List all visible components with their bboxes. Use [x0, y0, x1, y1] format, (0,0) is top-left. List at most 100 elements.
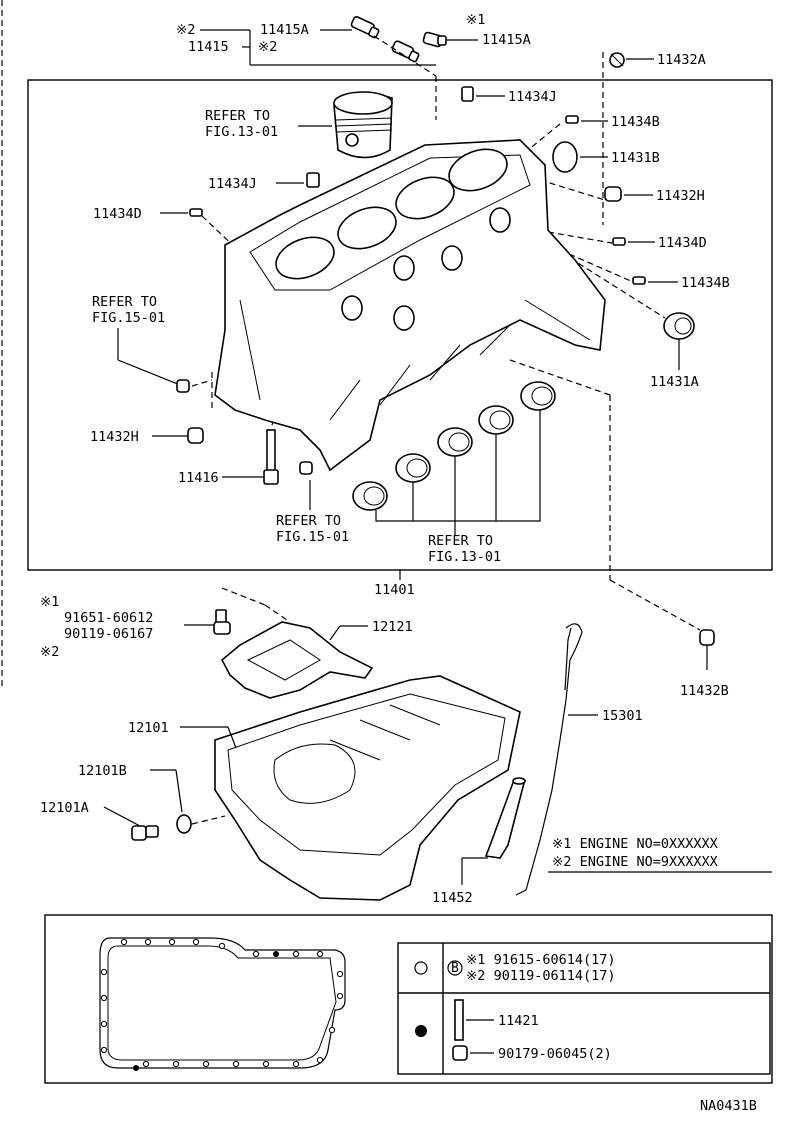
- label-12101B: 12101B: [78, 763, 127, 779]
- gasket-bolt-holes: [100, 938, 344, 1071]
- gasket-hole-open: [328, 1026, 336, 1034]
- top-callouts: ※2 11415A 11415 ※2 ※1 11415A: [176, 12, 531, 120]
- bolt-hole-filled-icon: [415, 1025, 427, 1037]
- refer-fig-13-01-piston: FIG.13-01: [205, 124, 278, 140]
- oil-baffle-plate: [220, 621, 374, 699]
- callout-11432A: 11432A: [602, 52, 706, 225]
- bolt-12121: [213, 609, 231, 635]
- oil-pan-gasket-outline: [99, 937, 346, 1069]
- label-11432H-left: 11432H: [90, 429, 139, 445]
- stud-11421: [454, 999, 464, 1041]
- refer-fig-15-01-bottom: FIG.15-01: [276, 529, 349, 545]
- gasket-hole-open: [232, 1060, 240, 1068]
- gasket-hole-open: [292, 950, 300, 958]
- gasket-hole-open: [218, 942, 226, 950]
- bolt-type-b-mark: [447, 960, 463, 976]
- label-15301: 15301: [602, 708, 643, 724]
- gasket-hole-open: [316, 950, 324, 958]
- note-1-mark-top: ※1: [466, 12, 485, 28]
- callout-11434J-left: 11434J: [208, 172, 320, 192]
- note-2-mark-left: ※2: [40, 644, 59, 660]
- gasket-hole-open: [100, 1046, 108, 1054]
- gasket-hole-open: [100, 1020, 108, 1028]
- dipstick: 15301: [515, 623, 643, 896]
- callout-11434B-right: 11434B: [559, 249, 730, 291]
- refer-to-bottom-right: REFER TO: [428, 533, 493, 549]
- plug-11415-mid: [391, 40, 420, 63]
- refer-fig-13-01-bottom: FIG.13-01: [428, 549, 501, 565]
- note-1-mark-left: ※1: [40, 594, 59, 610]
- plug-11415A-right: [422, 31, 447, 48]
- bolt-91651-60612: 91651-60612: [64, 610, 153, 626]
- gasket-hole-open: [262, 1060, 270, 1068]
- gasket-hole-open: [192, 938, 200, 946]
- gasket-hole-filled: [133, 1065, 139, 1071]
- drain-plug-gasket: 12101B: [78, 763, 226, 834]
- gasket-hole-open: [100, 968, 108, 976]
- gasket-hole-open: [252, 950, 260, 958]
- legend-bolt-91615: ※1 91615-60614(17): [466, 952, 615, 968]
- bolt-90119-06167: 90119-06167: [64, 626, 153, 642]
- main-bearings: [352, 381, 556, 535]
- drain-plug: 12101A: [40, 800, 159, 841]
- label-11434B-right: 11434B: [681, 275, 730, 291]
- callout-11434D-left: 11434D: [93, 206, 241, 253]
- legend-bolt-90119: ※2 90119-06114(17): [466, 968, 615, 984]
- refer-to-left: REFER TO: [92, 294, 157, 310]
- callout-11431B: 11431B: [552, 141, 660, 173]
- label-11434D-left: 11434D: [93, 206, 142, 222]
- label-11434D-right: 11434D: [658, 235, 707, 251]
- refer-fig-15-01-left: FIG.15-01: [92, 310, 165, 326]
- label-11416: 11416: [178, 470, 219, 486]
- callout-11434D-right: 11434D: [547, 231, 707, 251]
- callout-11434J-top: 11434J: [461, 86, 557, 105]
- gasket-hole-open: [144, 938, 152, 946]
- label-12121: 12121: [372, 619, 413, 635]
- note-2-mark-top: ※2: [176, 22, 195, 38]
- label-12101: 12101: [128, 720, 169, 736]
- label-11415A-top: 11415A: [260, 22, 309, 38]
- gasket-hole-open: [202, 1060, 210, 1068]
- callout-11434B-top: 11434B: [527, 114, 660, 151]
- gasket-hole-open: [100, 994, 108, 1002]
- label-11415: 11415: [188, 39, 229, 55]
- plug-11415A-left: [350, 16, 380, 39]
- label-11415A-right: 11415A: [482, 32, 531, 48]
- oil-pan: [214, 675, 521, 901]
- label-11434J-left: 11434J: [208, 176, 257, 192]
- small-plug-bottom: [299, 461, 313, 475]
- label-11401: 11401: [374, 582, 415, 598]
- gasket-hole-open: [336, 970, 344, 978]
- callout-11432B: 11432B: [680, 629, 729, 699]
- refer-to-piston: REFER TO: [205, 108, 270, 124]
- gasket-hole-open: [292, 1060, 300, 1068]
- gasket-hole-open: [316, 1056, 324, 1064]
- engine-number-notes: ※1 ENGINE NO=0XXXXXX ※2 ENGINE NO=9XXXXX…: [548, 836, 772, 873]
- engine-note-2: ※2 ENGINE NO=9XXXXXX: [552, 854, 718, 870]
- callout-11432H-right: 11432H: [539, 179, 705, 204]
- piston: [333, 91, 393, 159]
- label-11432A: 11432A: [657, 52, 706, 68]
- legend-90179: 90179-06045(2): [498, 1046, 612, 1062]
- bolt-type-b-letter: B: [451, 961, 459, 976]
- plug-left: [176, 379, 190, 393]
- dipstick-guide: 11452: [432, 777, 526, 906]
- label-12101A: 12101A: [40, 800, 89, 816]
- label-11432B: 11432B: [680, 683, 729, 699]
- label-11452: 11452: [432, 890, 473, 906]
- cylinder-block: [214, 139, 606, 472]
- gasket-hole-open: [168, 938, 176, 946]
- gasket-hole-open: [142, 1060, 150, 1068]
- gasket-hole-open: [172, 1060, 180, 1068]
- note-2-mark-mid: ※2: [258, 39, 277, 55]
- label-11434J-top: 11434J: [508, 89, 557, 105]
- callout-11432H-left: 11432H: [90, 427, 204, 445]
- engine-note-1: ※1 ENGINE NO=0XXXXXX: [552, 836, 718, 852]
- legend-11421: 11421: [498, 1013, 539, 1029]
- gasket-legend-frame: [44, 914, 773, 1084]
- gasket-hole-open: [336, 992, 344, 1000]
- label-11432H-right: 11432H: [656, 188, 705, 204]
- legend-table: B ※1 91615-60614(17) ※2 90119-06114(17) …: [397, 942, 771, 1075]
- label-11434B-top: 11434B: [611, 114, 660, 130]
